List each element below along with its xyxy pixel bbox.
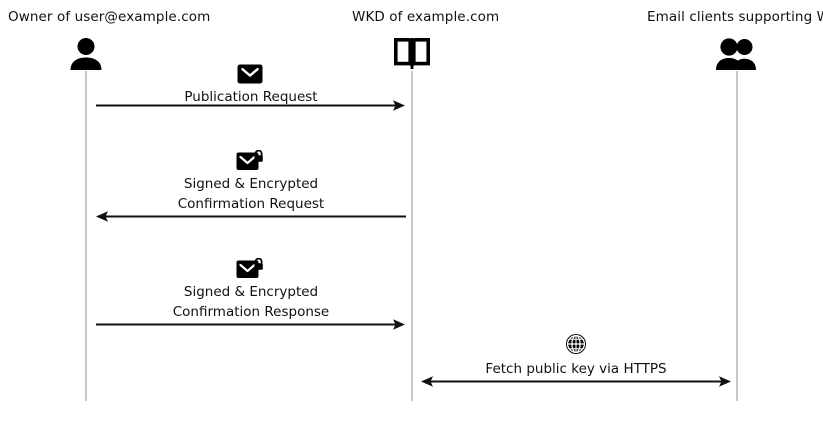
actor-header-clients: Email clients supporting WKS — [647, 9, 823, 25]
globe-icon — [563, 333, 589, 355]
mail-icon — [236, 63, 264, 85]
mail-lock-icon — [236, 150, 264, 172]
book-icon — [384, 34, 440, 74]
actor-header-owner: Owner of user@example.com — [8, 9, 211, 25]
message-arrow-publication-request — [96, 100, 405, 111]
actor-header-wkd: WKD of example.com — [352, 9, 500, 25]
message-arrow-fetch-public-key — [421, 376, 731, 387]
message-label-confirmation-response-line2: Confirmation Response — [172, 304, 330, 320]
lifeline-clients — [736, 71, 738, 401]
people-icon — [709, 34, 765, 74]
message-label-confirmation-request-line1: Signed & Encrypted — [183, 176, 319, 192]
message-label-fetch-public-key: Fetch public key via HTTPS — [485, 361, 667, 377]
lifeline-owner — [85, 71, 87, 401]
message-label-confirmation-response-line1: Signed & Encrypted — [183, 284, 319, 300]
lifeline-wkd — [411, 71, 413, 401]
message-arrow-confirmation-response — [96, 319, 405, 330]
message-label-confirmation-request-line2: Confirmation Request — [177, 196, 325, 212]
message-arrow-confirmation-request — [96, 211, 406, 222]
message-label-publication-request: Publication Request — [184, 89, 318, 105]
person-icon — [58, 34, 114, 74]
mail-lock-icon — [236, 258, 264, 280]
